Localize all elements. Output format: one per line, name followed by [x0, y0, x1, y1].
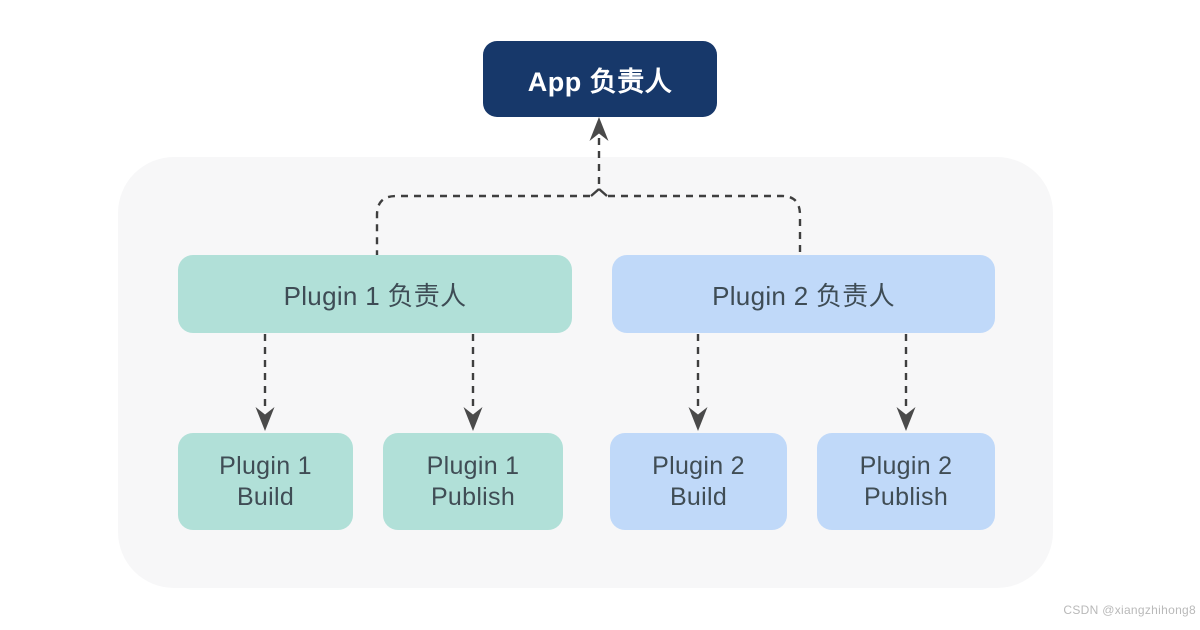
node-plugin1-build-line1: Plugin 1 [219, 451, 312, 480]
arrowhead-down-p1-build [255, 407, 275, 431]
node-plugin2-build-line2: Build [669, 482, 728, 511]
node-plugin1-owner: Plugin 1 负责人 [178, 255, 572, 333]
node-plugin2-publish-line1: Plugin 2 [859, 451, 953, 480]
node-plugin1-publish-line2: Publish [430, 482, 516, 511]
connector-fork-right [598, 188, 608, 197]
node-plugin1-build-line2: Build [236, 482, 295, 511]
node-plugin1-build: Plugin 1 Build [178, 433, 353, 530]
node-plugin2-publish-line2: Publish [863, 482, 949, 511]
node-plugin2-publish: Plugin 2 Publish [817, 433, 995, 530]
node-plugin2-build-line1: Plugin 2 [652, 451, 745, 480]
csdn-watermark: CSDN @xiangzhihong8 [1063, 603, 1196, 617]
arrowhead-up-app [589, 117, 609, 141]
arrowhead-down-p2-publish [896, 407, 916, 431]
connector-branch-right [608, 194, 802, 256]
node-plugin1-publish-line1: Plugin 1 [426, 451, 520, 480]
node-plugin1-owner-label: Plugin 1 负责人 [283, 280, 467, 311]
node-plugin2-owner: Plugin 2 负责人 [612, 255, 995, 333]
node-plugin2-owner-label: Plugin 2 负责人 [712, 280, 895, 311]
connector-branch-left [375, 194, 590, 256]
arrowhead-down-p2-build [688, 407, 708, 431]
connector-fork-left [590, 188, 600, 197]
node-plugin2-build: Plugin 2 Build [610, 433, 787, 530]
node-app-owner-label: App 负责人 [527, 66, 673, 97]
node-app-owner: App 负责人 [483, 41, 717, 117]
node-plugin1-publish: Plugin 1 Publish [383, 433, 563, 530]
arrowhead-down-p1-publish [463, 407, 483, 431]
